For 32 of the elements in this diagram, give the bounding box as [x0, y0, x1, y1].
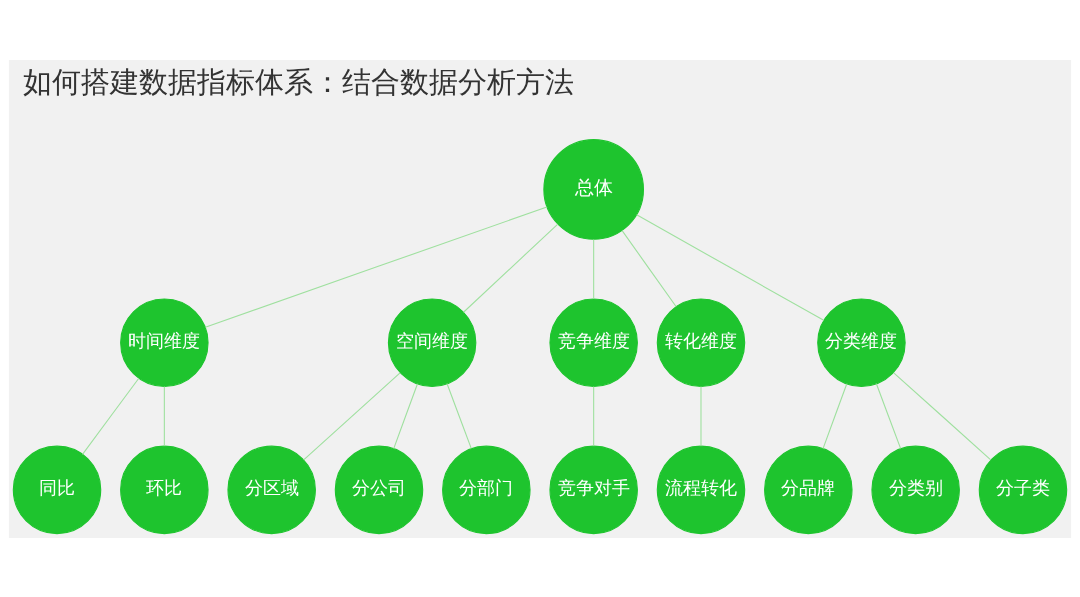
node-circle: 竞争对手 [549, 445, 638, 534]
node-circle: 转化维度 [656, 297, 746, 387]
node-circle: 环比 [120, 445, 209, 534]
node-circle: 总体 [543, 138, 644, 240]
connector [163, 385, 165, 446]
connector [446, 382, 472, 449]
node-circle: 分子类 [978, 445, 1068, 534]
connector [462, 223, 559, 313]
node-circle: 分类维度 [817, 297, 906, 387]
node-circle: 分区域 [227, 445, 316, 534]
node-circle: 分部门 [442, 445, 531, 534]
node-circle: 分类别 [871, 445, 960, 534]
connector [893, 371, 992, 460]
node-circle: 时间维度 [120, 297, 209, 387]
connector [393, 383, 418, 449]
node-circle: 空间维度 [387, 297, 477, 387]
node-circle: 流程转化 [656, 445, 746, 534]
connector [621, 229, 677, 307]
connector [593, 385, 595, 446]
connector [593, 238, 595, 299]
node-circle: 竞争维度 [549, 297, 638, 387]
connector [303, 371, 401, 460]
connector [700, 385, 702, 446]
node-circle: 同比 [12, 445, 102, 534]
connector [875, 382, 902, 449]
node-circle: 分公司 [334, 445, 424, 534]
diagram-title: 如何搭建数据指标体系：结合数据分析方法 [22, 64, 574, 99]
node-circle: 分品牌 [764, 445, 853, 534]
connector [636, 213, 825, 321]
connector [204, 205, 548, 328]
connector [822, 383, 848, 449]
connector [81, 377, 140, 455]
